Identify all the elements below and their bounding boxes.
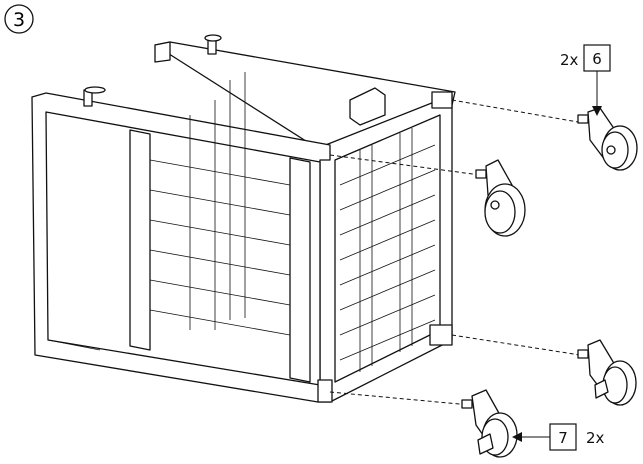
arrow-icon (512, 432, 522, 442)
caster-wheel-with-brake (577, 339, 637, 406)
callout-part-7: 7 2x (512, 423, 605, 451)
quantity-label: 2x (586, 429, 605, 447)
caster-wheel (577, 107, 638, 171)
quantity-label: 2x (560, 51, 579, 69)
step-number-badge: 3 (4, 4, 34, 34)
cart-frame (31, 34, 456, 403)
caster-wheel (475, 159, 526, 237)
step-number: 3 (13, 9, 25, 31)
callout-part-6: 2x 6 (560, 44, 611, 116)
arrow-icon (592, 106, 602, 116)
caster-wheel-with-brake (461, 389, 518, 458)
guide-lines (329, 99, 581, 406)
part-number: 6 (592, 50, 602, 68)
part-number: 7 (558, 429, 568, 447)
